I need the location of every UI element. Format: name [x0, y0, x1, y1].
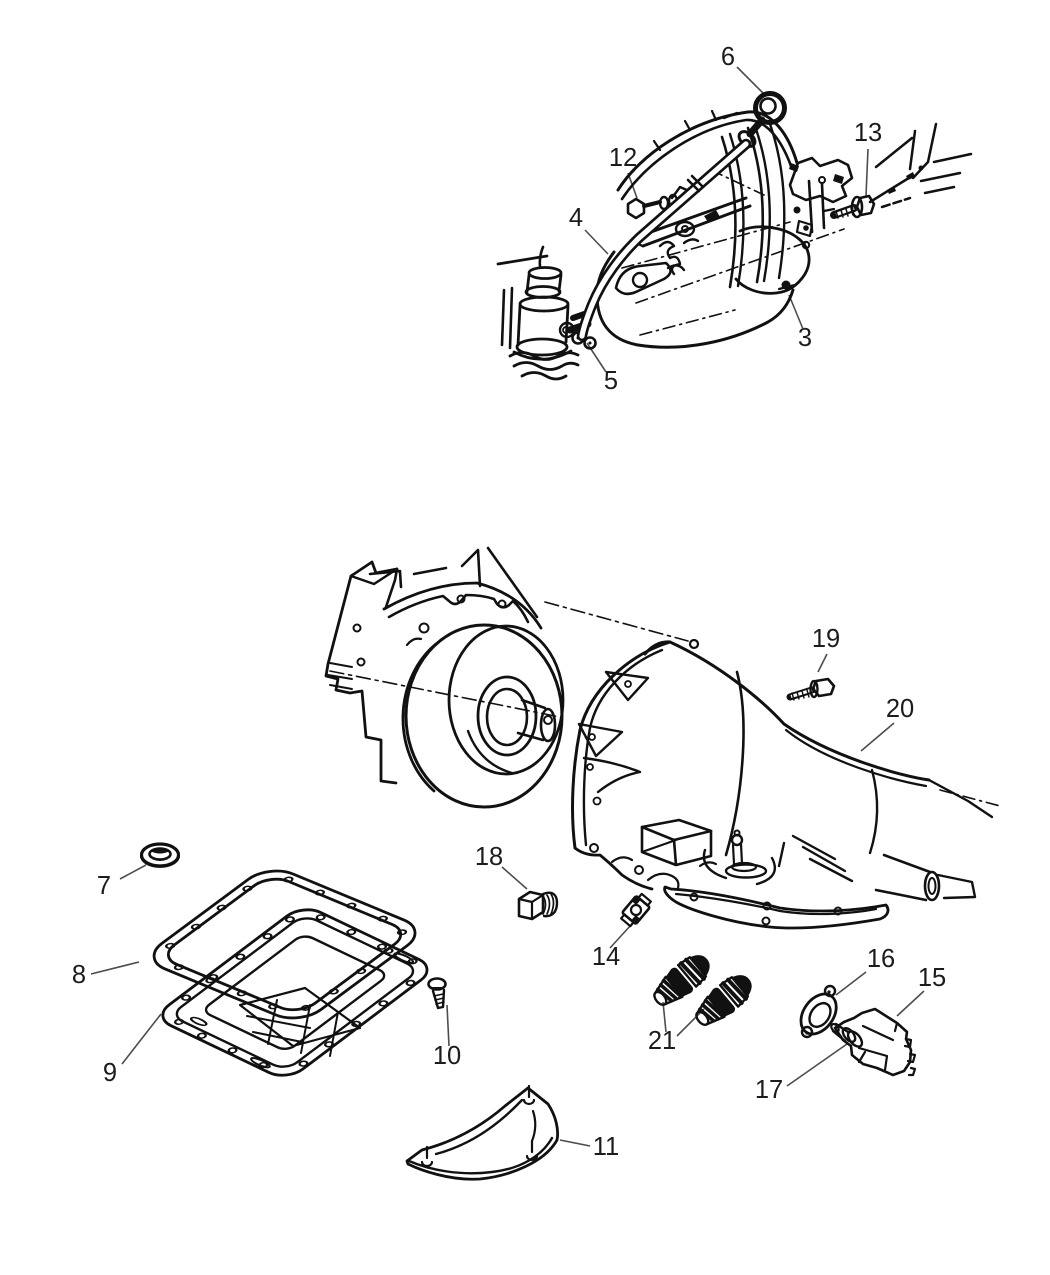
- svg-text:18: 18: [475, 843, 503, 871]
- svg-text:9: 9: [103, 1059, 117, 1087]
- svg-text:20: 20: [886, 695, 914, 723]
- svg-text:15: 15: [918, 964, 946, 992]
- svg-text:13: 13: [854, 119, 882, 147]
- svg-text:5: 5: [604, 367, 618, 395]
- svg-text:14: 14: [592, 943, 620, 971]
- svg-text:11: 11: [593, 1133, 619, 1161]
- svg-text:7: 7: [97, 872, 111, 900]
- svg-text:6: 6: [721, 43, 735, 71]
- svg-text:8: 8: [72, 961, 86, 989]
- svg-text:16: 16: [867, 945, 895, 973]
- svg-text:21: 21: [648, 1027, 676, 1055]
- svg-text:19: 19: [812, 625, 840, 653]
- svg-text:4: 4: [569, 204, 583, 232]
- svg-text:10: 10: [433, 1042, 461, 1070]
- svg-text:3: 3: [798, 324, 812, 352]
- svg-text:17: 17: [755, 1076, 783, 1104]
- svg-text:12: 12: [609, 144, 637, 172]
